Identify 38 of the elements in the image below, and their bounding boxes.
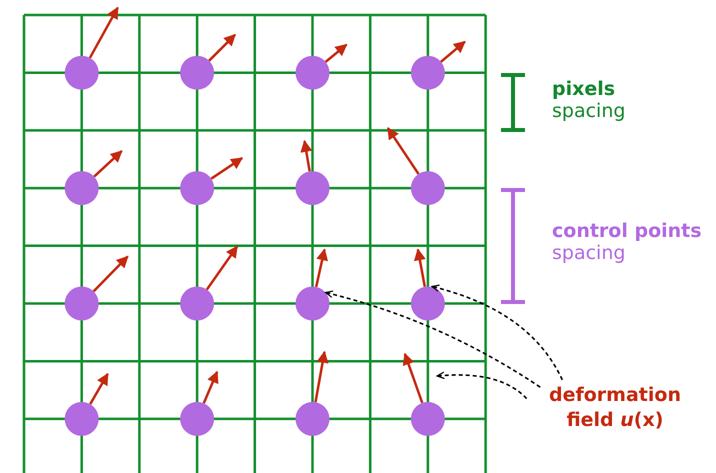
control-point: [180, 171, 214, 206]
displacement-arrow: [89, 372, 109, 405]
control-point: [410, 286, 445, 320]
control-point: [64, 56, 99, 90]
displacement-arrow: [88, 6, 119, 58]
control-point: [180, 402, 214, 436]
control-point: [180, 56, 214, 90]
displacement-arrow: [208, 34, 236, 62]
displacement-arrow: [202, 370, 218, 404]
control-point: [296, 56, 330, 90]
displacement-arrow: [93, 150, 123, 178]
control-point: [64, 286, 99, 320]
spacing-label: pixels spacing: [552, 78, 626, 122]
control-point: [64, 171, 99, 206]
leader-line: [431, 284, 564, 380]
spacing-label: control points spacing: [552, 220, 703, 264]
control-point: [296, 286, 330, 320]
leader-line: [324, 290, 541, 388]
displacement-arrow: [386, 127, 420, 175]
control-point: [410, 171, 445, 206]
displacement-arrow: [206, 246, 238, 290]
control-point: [64, 402, 99, 436]
control-point: [296, 171, 330, 206]
control-point: [410, 402, 445, 436]
displacement-arrow: [300, 140, 312, 172]
displacement-arrow: [414, 248, 426, 288]
control-point: [410, 56, 445, 90]
displacement-arrow: [402, 352, 424, 404]
displacement-arrow: [210, 157, 244, 180]
control-point: [180, 286, 214, 320]
displacement-arrow: [92, 256, 129, 292]
displacement-arrow: [440, 40, 466, 63]
callout-text: deformation field u(x): [530, 383, 700, 433]
displacement-arrow: [314, 248, 328, 288]
displacement-arrow: [314, 350, 328, 402]
displacement-arrow: [324, 44, 348, 63]
leader-line: [436, 372, 528, 400]
control-point: [296, 402, 330, 436]
